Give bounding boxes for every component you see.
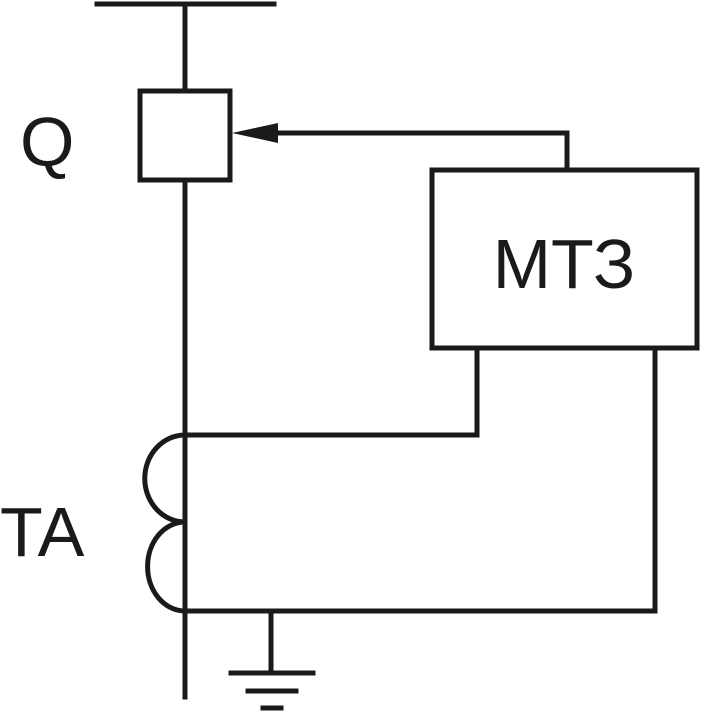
breaker-q-label: Q — [20, 103, 74, 181]
ct-coil-lower — [145, 519, 186, 614]
ct-coil-upper — [142, 432, 186, 525]
ct-secondary-wire-upper — [182, 345, 480, 438]
breaker-q-symbol — [137, 88, 233, 183]
relay-mtz-label: МТЗ — [493, 225, 636, 303]
trip-signal-arrowhead — [232, 123, 278, 143]
trip-signal-line — [273, 130, 570, 173]
ct-secondary-wire-lower — [182, 345, 658, 614]
relay-mtz-box — [429, 167, 700, 351]
ct-ta-label: TA — [0, 493, 85, 571]
